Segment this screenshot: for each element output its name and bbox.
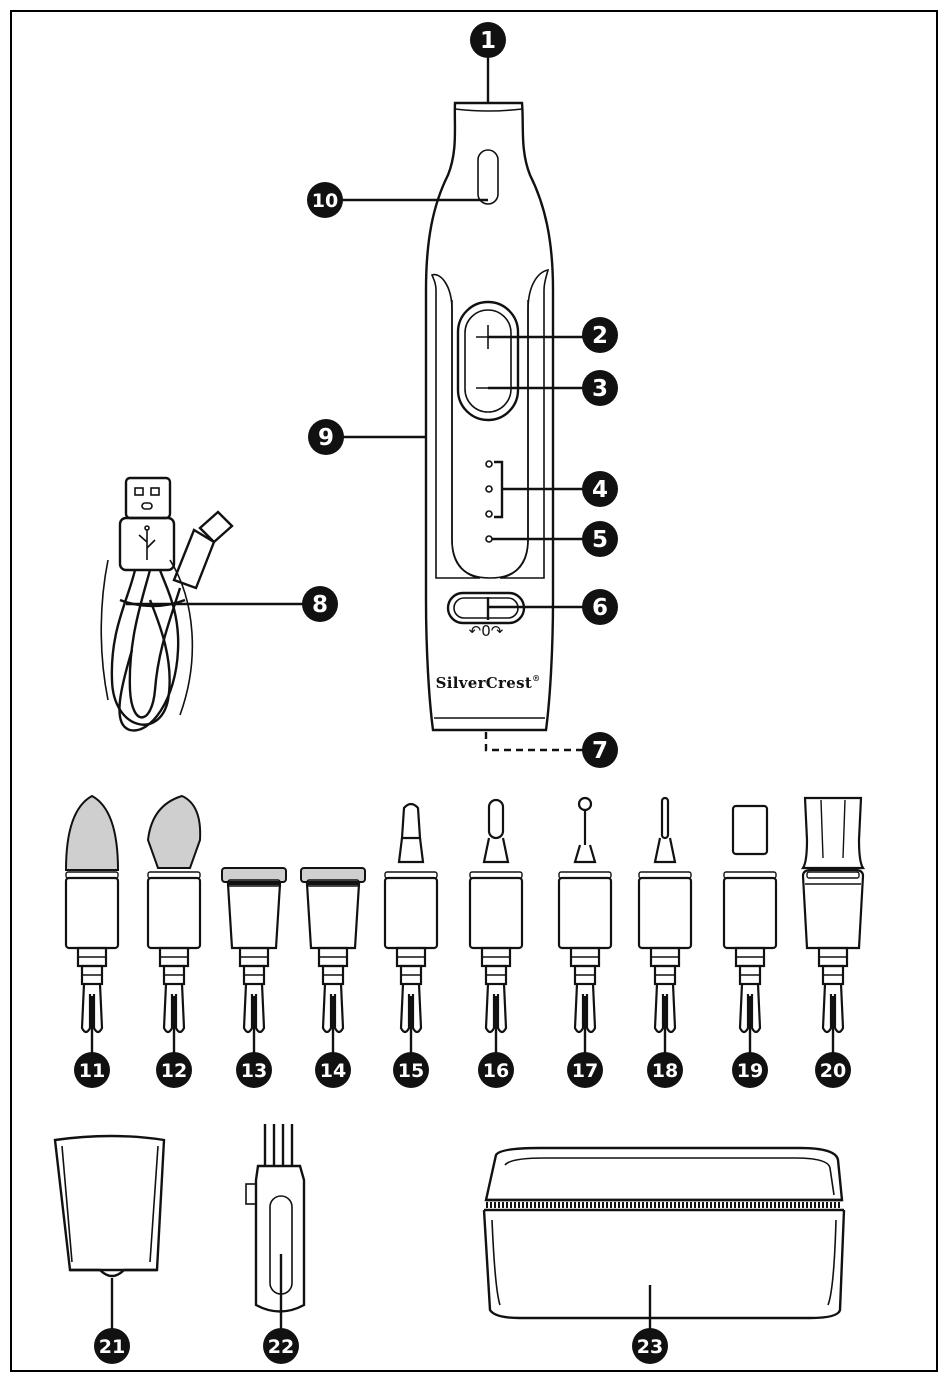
callout-23: 23 — [632, 1328, 668, 1364]
charging-port-pointer — [486, 732, 586, 750]
attachment-15 — [385, 804, 437, 1056]
callout-10: 10 — [307, 182, 343, 218]
callout-number: 21 — [99, 1336, 125, 1358]
callout-19: 19 — [732, 1052, 768, 1088]
attachment-12 — [148, 796, 200, 1056]
usb-a-plug — [126, 478, 170, 518]
callout-5: 5 — [582, 521, 618, 557]
attachment-13 — [222, 868, 286, 1056]
speed-led-2 — [486, 486, 492, 492]
storage-case — [484, 1148, 844, 1330]
attachment-16 — [470, 800, 522, 1056]
callout-3: 3 — [582, 370, 618, 406]
speed-button-frame — [458, 302, 518, 420]
attachment-18 — [639, 798, 691, 1056]
callout-number: 17 — [572, 1060, 598, 1082]
guard-cap — [55, 1136, 164, 1330]
speed-led-1 — [486, 461, 492, 467]
callout-18: 18 — [647, 1052, 683, 1088]
light-window — [478, 150, 498, 204]
attachments-row — [66, 796, 863, 1056]
callout-number: 19 — [737, 1060, 763, 1082]
left-grip — [432, 275, 480, 578]
cleaning-brush — [246, 1124, 304, 1330]
callout-20: 20 — [815, 1052, 851, 1088]
callout-number: 15 — [398, 1060, 424, 1082]
callout-number: 16 — [483, 1060, 509, 1082]
attachment-11 — [66, 796, 118, 1056]
callout-number: 10 — [312, 190, 338, 212]
callout-number: 18 — [652, 1060, 678, 1082]
callout-11: 11 — [74, 1052, 110, 1088]
callout-4: 4 — [582, 471, 618, 507]
attachment-19 — [724, 806, 776, 1056]
callout-2: 2 — [582, 317, 618, 353]
callout-15: 15 — [393, 1052, 429, 1088]
callout-number: 9 — [318, 425, 334, 451]
callout-1: 1 — [470, 22, 506, 58]
callout-16: 16 — [478, 1052, 514, 1088]
callout-number: 2 — [592, 323, 608, 349]
usb-icon — [139, 526, 155, 560]
charge-led — [486, 536, 492, 542]
callout-number: 20 — [820, 1060, 846, 1082]
callout-21: 21 — [94, 1328, 130, 1364]
callout-12: 12 — [156, 1052, 192, 1088]
callout-13: 13 — [236, 1052, 272, 1088]
attachment-14 — [301, 868, 365, 1056]
callout-number: 22 — [268, 1336, 294, 1358]
speed-led-3 — [486, 511, 492, 517]
callout-number: 1 — [480, 28, 496, 54]
callout-number: 3 — [592, 376, 608, 402]
callout-number: 7 — [592, 738, 608, 764]
callout-number: 5 — [592, 527, 608, 553]
right-grip — [500, 270, 548, 578]
callout-number: 12 — [161, 1060, 187, 1082]
attachment-20 — [803, 798, 863, 1056]
callout-14: 14 — [315, 1052, 351, 1088]
callout-9: 9 — [308, 419, 344, 455]
callout-number: 14 — [320, 1060, 346, 1082]
callout-number: 8 — [312, 592, 328, 618]
callout-7: 7 — [582, 732, 618, 768]
callout-17: 17 — [567, 1052, 603, 1088]
callout-number: 6 — [592, 595, 608, 621]
callout-lines — [126, 58, 584, 607]
switch-symbols: ↶0↷ — [469, 622, 504, 640]
callout-22: 22 — [263, 1328, 299, 1364]
callout-number: 13 — [241, 1060, 267, 1082]
callout-number: 23 — [637, 1336, 663, 1358]
callout-number: 11 — [79, 1060, 105, 1082]
callout-6: 6 — [582, 589, 618, 625]
callout-number: 4 — [592, 477, 608, 503]
callout-8: 8 — [302, 586, 338, 622]
attachment-17 — [559, 798, 611, 1056]
brand-logo: SilverCrest® — [436, 673, 541, 692]
